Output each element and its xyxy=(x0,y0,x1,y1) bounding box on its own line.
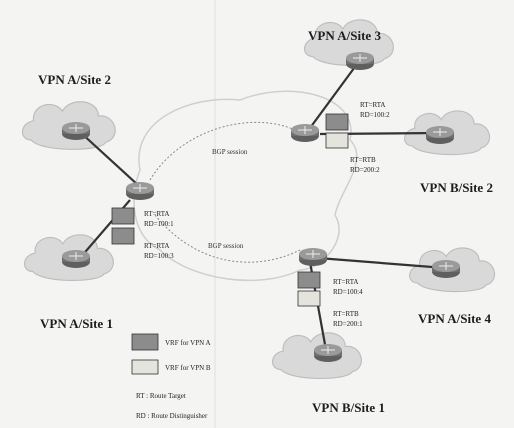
router-ce-a3 xyxy=(345,51,375,71)
bottom-rt-a: RT=RTA xyxy=(333,278,359,286)
backbone-cloud xyxy=(133,90,358,282)
router-ce-a2 xyxy=(61,121,91,141)
top-rd-a: RD=100:2 xyxy=(360,111,390,119)
left-rt-a: RT=RTA xyxy=(144,210,170,218)
legend-swatch-vrf-b xyxy=(131,359,159,375)
router-ce-b1 xyxy=(313,343,343,363)
legend-swatch-vrf-a xyxy=(131,333,159,351)
legend-vrf-a: VRF for VPN A xyxy=(165,339,211,347)
left-rt-b: RT=RTA xyxy=(144,242,170,250)
bottom-rt-b: RT=RTB xyxy=(333,310,359,318)
vrf-box-left-a2 xyxy=(111,227,135,245)
site-label-b1: VPN B/Site 1 xyxy=(312,400,385,415)
bottom-rd-b: RD=200:1 xyxy=(333,320,363,328)
router-ce-a1 xyxy=(61,249,91,269)
router-ce-b2 xyxy=(425,125,455,145)
router-pe-left xyxy=(125,181,155,201)
router-ce-a4 xyxy=(431,259,461,279)
left-rd-b: RD=100:3 xyxy=(144,252,174,260)
top-rt-b: RT=RTB xyxy=(350,156,376,164)
legend-rt: RT : Route Target xyxy=(136,392,186,400)
top-rd-b: RD=200:2 xyxy=(350,166,380,174)
left-rd-a: RD=100:1 xyxy=(144,220,174,228)
legend-rd: RD : Route Distinguisher xyxy=(136,412,208,420)
vrf-box-bottom-b xyxy=(297,290,321,307)
bottom-rd-a: RD=100:4 xyxy=(333,288,363,296)
site-label-b2: VPN B/Site 2 xyxy=(420,180,493,195)
bgp-session-label-bottom: BGP session xyxy=(208,242,244,250)
router-pe-bottom xyxy=(298,247,328,267)
site-label-a3: VPN A/Site 3 xyxy=(308,28,381,43)
legend-vrf-b: VRF for VPN B xyxy=(165,364,211,372)
vrf-box-top-a xyxy=(325,113,349,131)
router-pe-top xyxy=(290,123,320,143)
site-label-a1: VPN A/Site 1 xyxy=(40,316,113,331)
vrf-box-top-b xyxy=(325,132,349,149)
site-label-a2: VPN A/Site 2 xyxy=(38,72,111,87)
bgp-session-label-top: BGP session xyxy=(212,148,248,156)
vrf-box-left-a xyxy=(111,207,135,225)
site-label-a4: VPN A/Site 4 xyxy=(418,311,491,326)
bgp-sessions xyxy=(149,121,301,263)
top-rt-a: RT=RTA xyxy=(360,101,386,109)
vrf-box-bottom-a xyxy=(297,271,321,289)
